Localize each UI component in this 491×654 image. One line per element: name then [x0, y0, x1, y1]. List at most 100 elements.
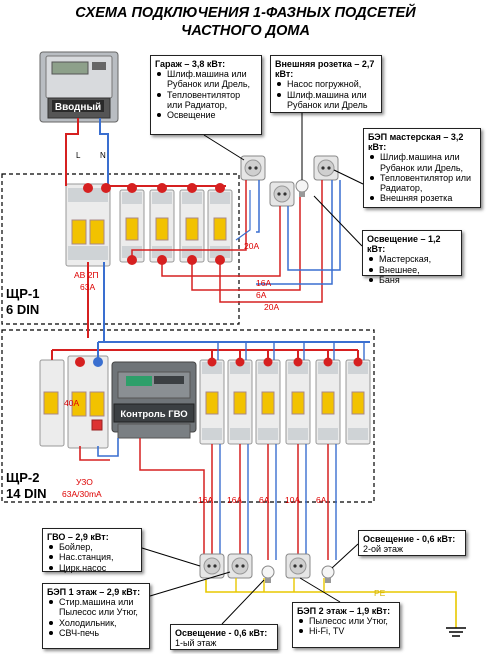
- lighting2-text: 2-ой этаж: [363, 544, 403, 555]
- meter-label-plate: [52, 100, 104, 112]
- lamp-floor1-base: [265, 578, 271, 583]
- socket-floor2-pin: [299, 564, 303, 568]
- main-breaker-bottom: [68, 246, 108, 260]
- p1-rating-c: 6А: [256, 290, 267, 300]
- p1-out-c: [191, 197, 301, 291]
- panel-1-name: ЩР-1: [6, 286, 40, 301]
- p2-breaker-top: [202, 362, 222, 374]
- rcd-out: [79, 446, 110, 461]
- gvo-title: ГВО – 2,9 кВт:: [47, 532, 109, 542]
- workshop-item: Тепловентилятор или Радиатор,: [368, 173, 476, 193]
- main-breaker-toggle-l: [71, 219, 87, 245]
- gvo-item: Цирк.насос: [47, 563, 137, 573]
- garage-item: Шлиф.машина или Рубанок или Дрель,: [155, 69, 257, 89]
- callout-pointer: [141, 547, 201, 567]
- rcd-out-n: [97, 438, 119, 457]
- controller-display: [126, 376, 152, 386]
- lighting1-item: Внешнее,: [367, 265, 457, 275]
- p2-rating-c: 6А: [259, 495, 270, 505]
- p1-rating-b: 16А: [256, 278, 272, 288]
- rcd-test-button: [91, 419, 103, 431]
- workshop-item: Внешняя розетка: [368, 193, 476, 203]
- p2-breaker-top: [348, 362, 368, 374]
- floor1-item: СВЧ-печь: [47, 628, 145, 638]
- socket-gvo-face: [203, 557, 221, 575]
- lighting2-title: Освещение - 0,6 кВт:: [363, 534, 456, 544]
- p1-breaker-bottom: [210, 246, 230, 258]
- lighting3-text: 1-ый этаж: [175, 638, 217, 649]
- garage-item: Тепловентилятор или Радиатор,: [155, 90, 257, 110]
- controller-label-plate: [113, 403, 195, 423]
- gvo-out: [139, 438, 205, 560]
- main-breaker-type: АВ 2П: [74, 270, 99, 280]
- meter-label-text: Вводный: [55, 102, 101, 113]
- socket-garage-pin: [248, 166, 252, 170]
- p1-breaker-top: [152, 192, 172, 204]
- p1-breaker-top: [210, 192, 230, 204]
- callout-lighting-2: Освещение - 0,6 кВт: 2-ой этаж: [358, 530, 466, 556]
- title-line-2: ЧАСТНОГО ДОМА: [181, 23, 310, 39]
- outlet-title: Внешняя розетка – 2,7 кВт:: [275, 59, 375, 80]
- socket-workshop-face: [317, 159, 335, 177]
- socket-floor2-pin: [293, 564, 297, 568]
- callout-pointer: [331, 543, 359, 569]
- rcd-toggle-r: [89, 391, 105, 417]
- floor1-title: БЭП 1 этаж – 2,9 кВт:: [47, 587, 141, 597]
- wire-l-label: L: [76, 151, 81, 160]
- wire-n-label: N: [100, 151, 106, 160]
- callout-pointer: [203, 134, 245, 161]
- socket-workshop-pin: [321, 166, 325, 170]
- title-line-1: СХЕМА ПОДКЛЮЧЕНИЯ 1-ФАЗНЫХ ПОДСЕТЕЙ: [75, 5, 416, 21]
- gvo-item: Бойлер,: [47, 542, 137, 552]
- p2-breaker-toggle: [261, 391, 275, 415]
- p2-breaker-bottom: [348, 428, 368, 440]
- callout-pointer: [313, 195, 363, 247]
- meter-display: [51, 61, 89, 75]
- socket-garage-pin: [254, 166, 258, 170]
- floor2-item: Hi-Fi, TV: [297, 626, 395, 636]
- p1-out-b: [161, 206, 281, 277]
- callout-lighting-1: Освещение – 1,2 кВт: Мастерская, Внешнее…: [362, 230, 462, 285]
- callout-lighting-3: Освещение - 0,6 кВт: 1-ый этаж: [170, 624, 278, 650]
- p1-breaker-toggle: [213, 217, 227, 241]
- callout-pointer: [221, 579, 265, 625]
- terminal-dot: [127, 183, 137, 193]
- lighting1-item: Мастерская,: [367, 254, 457, 264]
- gvo-item: Нас.станция,: [47, 552, 137, 562]
- main-breaker-toggle-r: [89, 219, 105, 245]
- n-return: [287, 180, 341, 271]
- p1-rating-a: 20А: [244, 241, 260, 251]
- p1-breaker-toggle: [185, 217, 199, 241]
- lighting3-title: Освещение - 0,6 кВт:: [175, 628, 268, 638]
- p2-breaker-bottom: [288, 428, 308, 440]
- callout-outlet: Внешняя розетка – 2,7 кВт: Насос погружн…: [270, 55, 382, 113]
- terminal-dot: [93, 357, 103, 367]
- workshop-title: БЭП мастерская – 3,2 кВт:: [368, 132, 464, 153]
- socket-outlet-face: [273, 185, 291, 203]
- panel-1-boundary: [1, 173, 240, 325]
- lighting1-item: Баня: [367, 275, 457, 285]
- pe-label: PE: [374, 588, 386, 598]
- p1-breaker-top: [122, 192, 142, 204]
- callout-pointer: [149, 571, 231, 597]
- rcd-type: УЗО: [76, 477, 93, 487]
- n-return: [256, 180, 260, 233]
- p1-out-d: [219, 180, 323, 303]
- lamp-floor2-base: [325, 578, 331, 583]
- socket-floor1-face: [231, 557, 249, 575]
- main-breaker-top: [68, 188, 108, 202]
- floor1-item: Стир.машина или Пылесос или Утюг,: [47, 597, 145, 617]
- outlet-item: Насос погружной,: [275, 79, 377, 89]
- p2-breaker-top: [230, 362, 250, 374]
- callout-pointer: [333, 169, 364, 185]
- p1-breaker-toggle: [155, 217, 169, 241]
- p1-breaker-bottom: [152, 246, 172, 258]
- p2-breaker-toggle: [233, 391, 247, 415]
- controller-terminals: [117, 423, 191, 439]
- lamp-outside-base: [299, 192, 305, 197]
- callout-workshop: БЭП мастерская – 3,2 кВт: Шлиф.машина ил…: [363, 128, 481, 208]
- callout-pointer: [299, 577, 341, 603]
- panel-2-name: ЩР-2: [6, 470, 40, 485]
